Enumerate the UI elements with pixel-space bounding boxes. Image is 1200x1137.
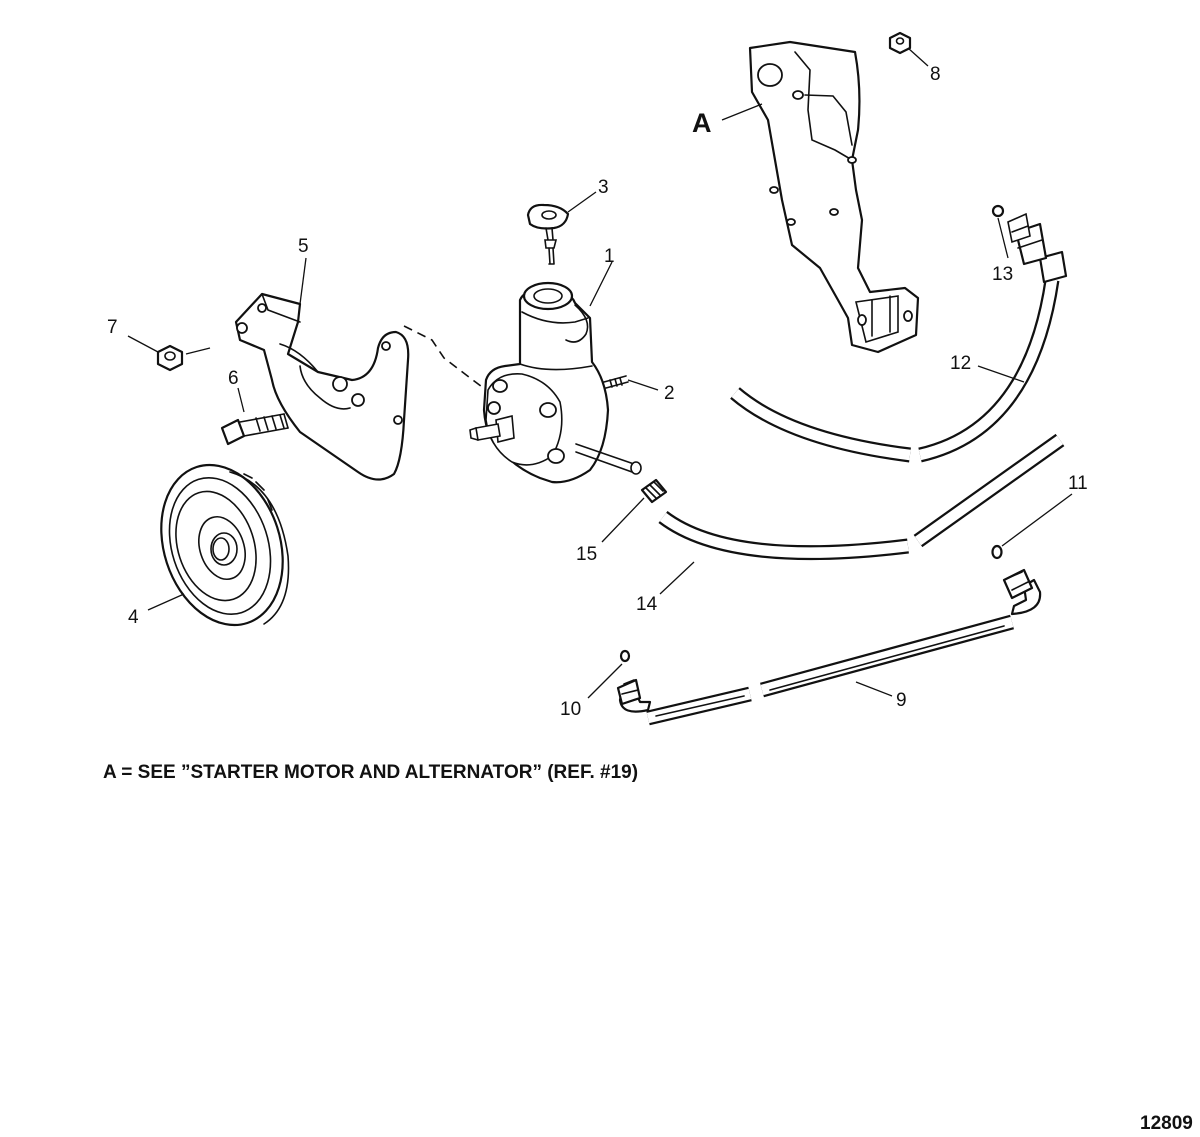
figure-number: 12809 <box>1140 1113 1193 1134</box>
callout-2: 2 <box>664 383 675 404</box>
callout-15: 15 <box>576 544 597 565</box>
steel-line-9 <box>616 568 1042 726</box>
power-steering-pump-1 <box>469 281 642 484</box>
callout-5: 5 <box>298 236 309 257</box>
o-ring-13 <box>991 204 1005 218</box>
alignment-line <box>403 325 487 391</box>
hose-14 <box>658 433 1065 561</box>
leader-lines <box>127 47 1073 699</box>
callout-9: 9 <box>896 690 907 711</box>
bracket-a <box>748 40 920 354</box>
callout-1: 1 <box>604 246 615 267</box>
nut-7 <box>156 344 211 372</box>
o-ring-11 <box>991 544 1003 560</box>
reference-note: A = SEE ”STARTER MOTOR AND ALTERNATOR” (… <box>103 762 639 783</box>
stud-2 <box>603 375 629 389</box>
bolt-6 <box>220 413 289 446</box>
pump-bracket-5 <box>234 292 410 481</box>
callout-4: 4 <box>128 607 139 628</box>
callout-labels: 1 2 3 4 5 6 7 8 9 10 11 12 13 14 15 A <box>107 64 1088 720</box>
hose-12 <box>730 212 1068 463</box>
pulley-4 <box>160 463 290 627</box>
cap-dipstick-3 <box>526 203 570 265</box>
callout-10: 10 <box>560 699 581 720</box>
callout-3: 3 <box>598 177 609 198</box>
callout-7: 7 <box>107 317 118 338</box>
fitting-15 <box>640 478 668 504</box>
reference-letter-a: A <box>692 108 712 138</box>
callout-13: 13 <box>992 264 1013 285</box>
callout-11: 11 <box>1068 473 1088 494</box>
callout-12: 12 <box>950 353 971 374</box>
nut-8 <box>888 31 912 55</box>
o-ring-10 <box>619 649 631 663</box>
callout-14: 14 <box>636 594 658 615</box>
callout-8: 8 <box>930 64 941 85</box>
callout-6: 6 <box>228 368 239 389</box>
